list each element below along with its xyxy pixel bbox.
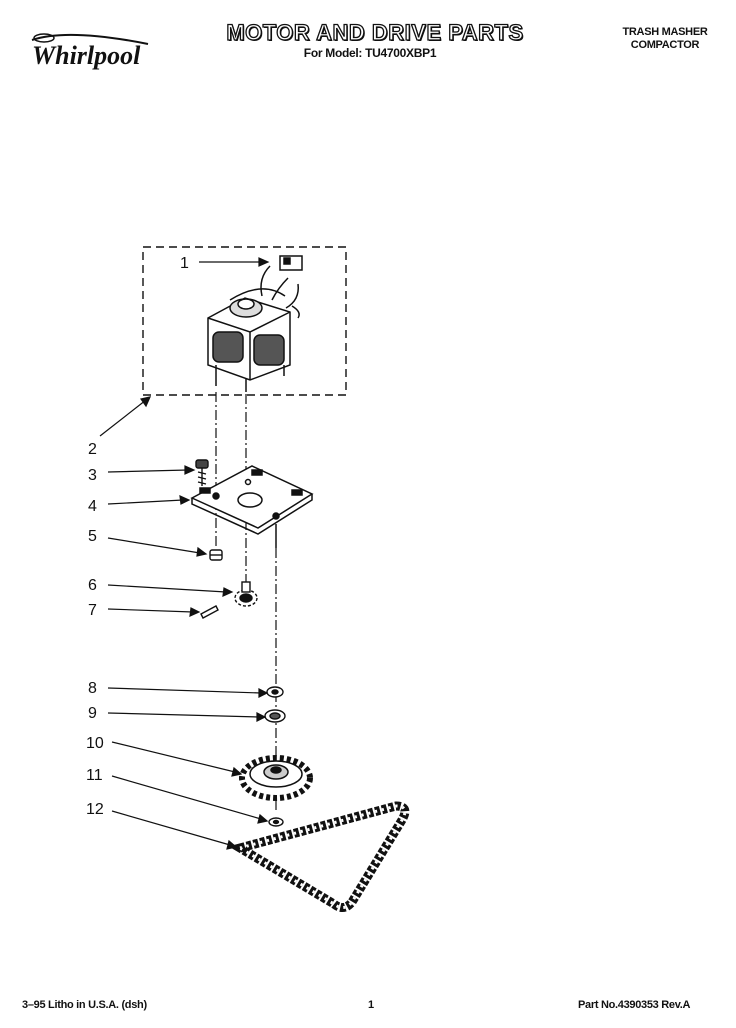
callout-2: 2 [88, 441, 97, 458]
page-number: 1 [368, 999, 374, 1011]
product-line-2: COMPACTOR [630, 39, 700, 51]
part-number: Part No.4390353 Rev.A [578, 999, 691, 1011]
whirlpool-logo-icon: Whirlpool [31, 33, 149, 70]
model-subtitle: For Model: TU4700XBP1 [303, 46, 437, 60]
screw-part [195, 459, 209, 486]
page-title: MOTOR AND DRIVE PARTS [226, 19, 524, 45]
pin-part [200, 605, 219, 619]
callout-9: 9 [88, 705, 97, 722]
callout-3: 3 [88, 467, 97, 484]
product-line-1: TRASH MASHER [622, 26, 708, 38]
callout-10: 10 [86, 735, 104, 752]
motor-assembly-box [142, 246, 347, 396]
nut-part [209, 549, 223, 561]
callout-1: 1 [180, 255, 189, 272]
retaining-ring-part [268, 817, 284, 827]
callout-11: 11 [86, 767, 103, 784]
mounting-plate-part [190, 465, 314, 548]
product-type: TRASH MASHER COMPACTOR [600, 26, 730, 52]
callout-12: 12 [86, 801, 104, 818]
bearing-part [264, 709, 286, 723]
pinion-gear-part [234, 581, 258, 607]
callout-6: 6 [88, 577, 97, 594]
brand-name: Whirlpool [32, 41, 141, 70]
leader-lines [99, 257, 270, 850]
callout-7: 7 [88, 602, 97, 619]
sprocket-part [239, 755, 313, 801]
callout-5: 5 [88, 528, 97, 545]
callout-4: 4 [88, 498, 97, 515]
motor-part [207, 255, 303, 392]
litho-note: 3–95 Litho in U.S.A. (dsh) [22, 999, 147, 1011]
callout-8: 8 [88, 680, 97, 697]
washer-part [266, 686, 284, 698]
